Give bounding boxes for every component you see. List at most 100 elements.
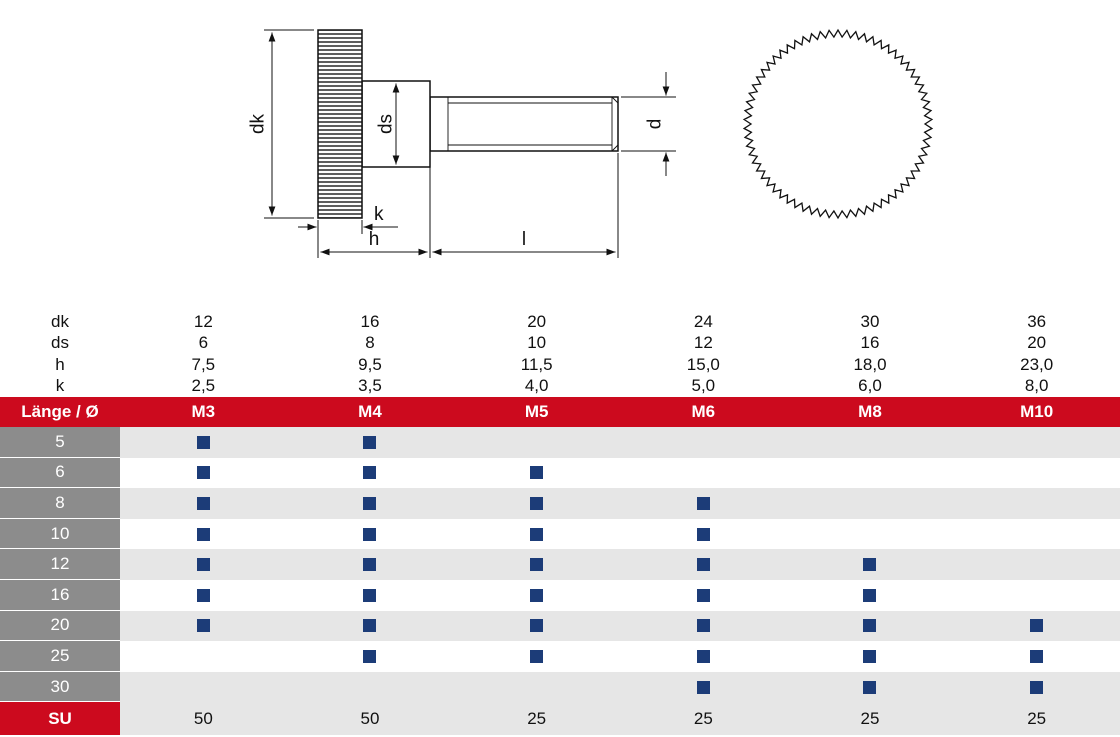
- availability-cell: [120, 519, 287, 550]
- dimension-value: 2,5: [191, 376, 216, 396]
- thread-size-header: M10: [1020, 402, 1054, 421]
- availability-cell: [620, 641, 787, 672]
- dim-label-ds: ds: [376, 114, 397, 134]
- availability-square: [863, 619, 877, 633]
- availability-cell: [620, 427, 787, 458]
- availability-cell: [620, 580, 787, 611]
- availability-square: [196, 527, 210, 541]
- availability-cell: [120, 549, 287, 580]
- thread-size-header: M6: [691, 402, 716, 421]
- length-row: 10: [0, 518, 1120, 550]
- availability-cell: [620, 458, 787, 489]
- su-value: 50: [193, 708, 213, 728]
- length-row: 6: [0, 457, 1120, 489]
- availability-cell: [287, 458, 454, 489]
- dim-label-dk: dk: [248, 113, 269, 134]
- availability-cell: [953, 519, 1120, 550]
- dimension-value: 12: [693, 333, 713, 353]
- availability-cell: [787, 549, 954, 580]
- availability-cell: [453, 611, 620, 642]
- availability-square: [196, 466, 210, 480]
- availability-cell: [120, 488, 287, 519]
- availability-cell: [120, 580, 287, 611]
- dimension-value: 10: [527, 333, 547, 353]
- availability-cell: [453, 458, 620, 489]
- dimension-value: 24: [693, 311, 713, 331]
- dim-label-l: l: [522, 229, 526, 250]
- dimension-value: 20: [527, 311, 547, 331]
- availability-cell: [953, 488, 1120, 519]
- availability-square: [863, 649, 877, 663]
- su-value: 25: [693, 708, 713, 728]
- availability-cell: [620, 549, 787, 580]
- availability-square: [696, 619, 710, 633]
- dim-label-d: d: [645, 119, 666, 130]
- availability-cell: [953, 580, 1120, 611]
- availability-cell: [287, 549, 454, 580]
- shank-outline: [429, 96, 619, 152]
- availability-cell: [620, 672, 787, 703]
- length-label: 8: [0, 488, 120, 519]
- availability-cell: [453, 549, 620, 580]
- length-label: 30: [0, 671, 120, 703]
- thread-size-header: M4: [358, 402, 382, 421]
- availability-cell: [453, 488, 620, 519]
- availability-cell: [287, 488, 454, 519]
- dimension-value: 16: [360, 311, 380, 331]
- side-view: dk ds d k h l: [248, 29, 676, 258]
- availability-square: [1030, 649, 1044, 663]
- technical-drawing: dk ds d k h l: [0, 0, 1120, 311]
- availability-square: [863, 680, 877, 694]
- header-label: Länge / Ø: [21, 402, 99, 421]
- availability-cell: [287, 427, 454, 458]
- length-row: 25: [0, 641, 1120, 672]
- dim-label-h: h: [369, 229, 380, 250]
- length-row: 20: [0, 610, 1120, 642]
- availability-cell: [620, 488, 787, 519]
- dimension-label: k: [55, 376, 65, 396]
- availability-cell: [787, 427, 954, 458]
- availability-cell: [453, 641, 620, 672]
- dimension-label: ds: [51, 333, 69, 353]
- availability-square: [363, 435, 377, 449]
- availability-cell: [787, 611, 954, 642]
- dimension-value: 36: [1027, 311, 1047, 331]
- length-label: 20: [0, 610, 120, 642]
- length-row: 12: [0, 549, 1120, 580]
- availability-square: [863, 558, 877, 572]
- dimension-value: 3,5: [358, 376, 382, 396]
- availability-square: [196, 496, 210, 510]
- availability-square: [696, 680, 710, 694]
- availability-square: [530, 527, 544, 541]
- length-label: 10: [0, 518, 120, 550]
- availability-square: [530, 558, 544, 572]
- knurl-circle: [742, 28, 934, 220]
- availability-square: [1030, 619, 1044, 633]
- availability-cell: [453, 580, 620, 611]
- availability-square: [363, 588, 377, 602]
- su-label: SU: [0, 702, 120, 736]
- availability-square: [530, 496, 544, 510]
- knurled-circle-outline: [742, 28, 934, 220]
- availability-cell: [453, 427, 620, 458]
- dimension-value: 4,0: [524, 376, 549, 396]
- availability-cell: [120, 611, 287, 642]
- availability-square: [363, 558, 377, 572]
- dimension-value: 12: [193, 311, 213, 331]
- availability-cell: [453, 672, 620, 703]
- dimension-value: 6: [198, 333, 209, 353]
- availability-square: [530, 619, 544, 633]
- availability-cell: [287, 641, 454, 672]
- availability-square: [363, 466, 377, 480]
- availability-square: [530, 588, 544, 602]
- dimension-value: 9,5: [358, 354, 382, 374]
- availability-cell: [120, 427, 287, 458]
- availability-square: [530, 466, 544, 480]
